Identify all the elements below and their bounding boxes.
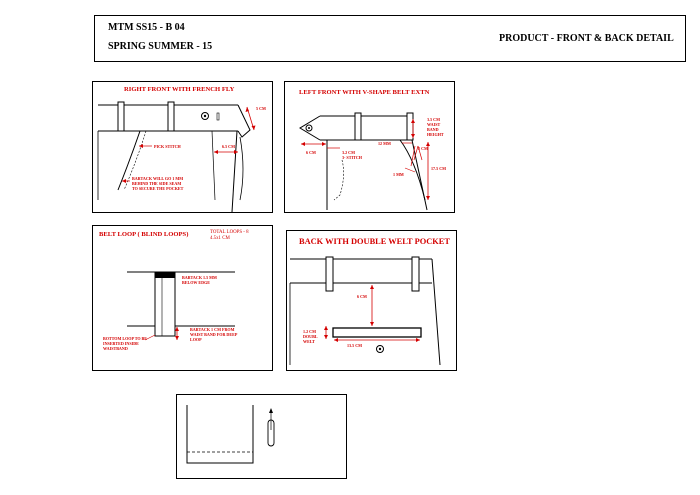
panel-belt-loop [92, 225, 273, 371]
bottom-loop-note: BOTTOM LOOP TO BE INSERTED INSIDE WAISTB… [103, 336, 148, 351]
right-front-dim-top: 5 CM [256, 106, 266, 111]
left-front-dim-2cm: 2 CM [418, 146, 428, 151]
bartack-note: BARTACK WILL GO 1 MM BEHIND THE SIDE SEA… [132, 176, 184, 191]
bartack-bottom-note: BARTACK 1 CM FROM WAIST BAND FOR DEEP LO… [190, 327, 238, 342]
left-front-dim-side: 17.5 CM [431, 166, 447, 171]
left-front-dim-stitch: 3.2 CM 3- STITCH [342, 150, 362, 160]
bartack-top-note: BARTACK 1.5 MM BELOW EDGE [182, 275, 217, 285]
left-front-title: LEFT FRONT WITH V-SHAPE BELT EXTN [299, 89, 430, 96]
panel-back-pocket [286, 230, 457, 371]
back-pocket-title: BACK WITH DOUBLE WELT POCKET [299, 237, 450, 246]
panel-left-front [284, 81, 455, 213]
right-front-dim-fly: 6.5 CM [222, 144, 235, 149]
panel-pocket-sketch [176, 394, 347, 479]
season-label: SPRING SUMMER - 15 [108, 41, 213, 52]
back-pocket-dim-width: 13.5 CM [347, 343, 363, 348]
belt-loop-title: BELT LOOP ( BLIND LOOPS) [99, 231, 189, 238]
total-loops-note: TOTAL LOOPS - 8 4.5x1 CM [210, 230, 249, 241]
left-front-dim-1mm: 1 MM [393, 172, 404, 177]
style-code: MTM SS15 - B 04 [108, 22, 185, 33]
sheet-title: PRODUCT - FRONT & BACK DETAIL [499, 33, 674, 44]
left-front-dim-12mm: 12 MM [378, 141, 391, 146]
back-pocket-dim-welt: 1.2 CM DOUBL WELT [303, 329, 318, 344]
left-front-dim-ext: 6 CM [306, 150, 316, 155]
right-front-title: RIGHT FRONT WITH FRENCH FLY [124, 86, 235, 93]
pick-stitch-label: PICK STITCH [154, 144, 181, 149]
header-box [94, 15, 686, 62]
left-front-dim-waist: 3.5 CM WAIST BAND HEIGHT [427, 117, 444, 137]
back-pocket-dim-6cm: 6 CM [357, 294, 367, 299]
